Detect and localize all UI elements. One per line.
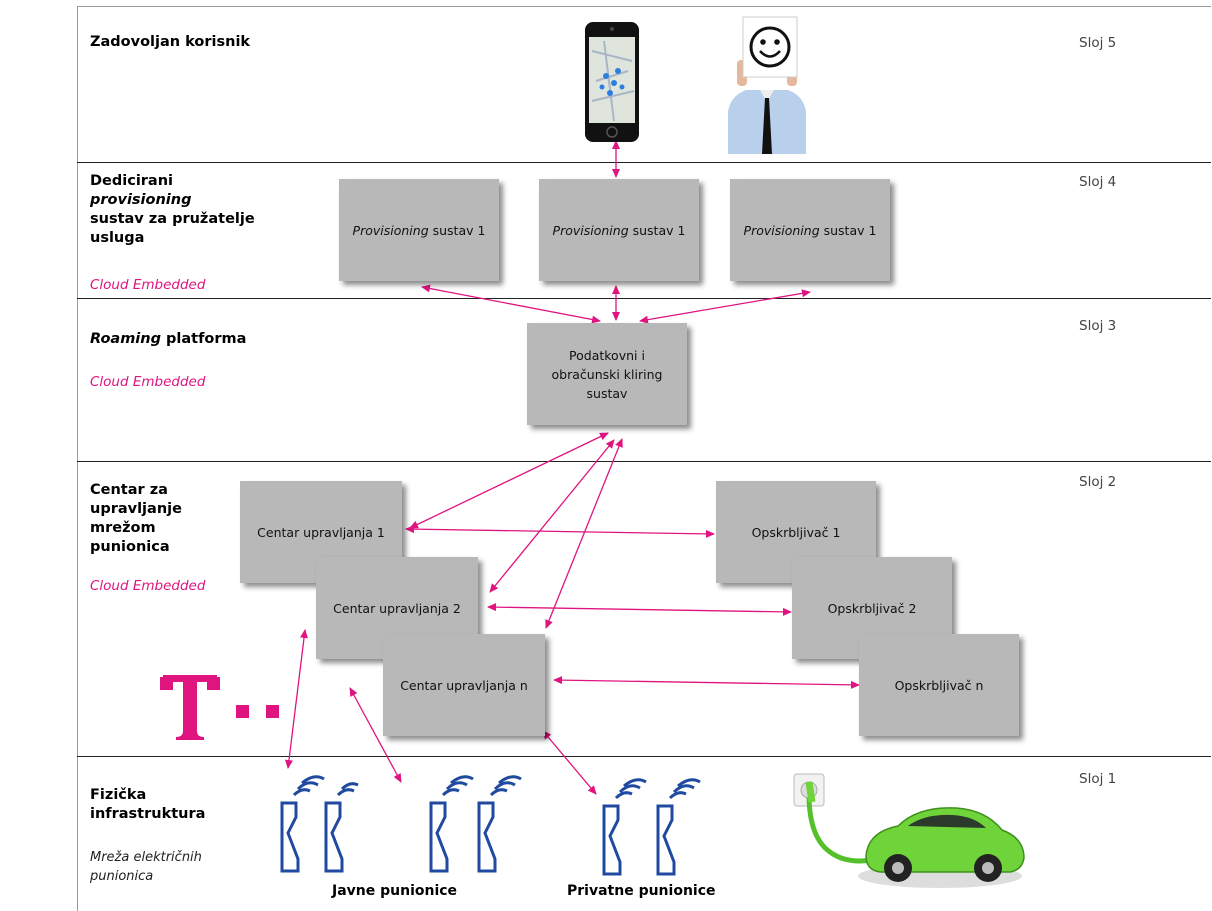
- arrow-clearing-centern: [545, 438, 623, 629]
- center-box-n: Centar upravljanja n: [383, 634, 545, 736]
- layer-2-tag: Sloj 2: [1079, 474, 1117, 490]
- center-box-n-label: Centar upravljanja n: [400, 677, 528, 693]
- supplier-box-n-label: Opskrbljivač n: [894, 677, 984, 693]
- arrow-center-public2: [349, 687, 402, 783]
- arrow-center1-supplier1: [405, 525, 715, 538]
- provisioning-box-2-rest: sustav 1: [628, 222, 686, 238]
- electric-car-icon: [793, 773, 1025, 888]
- layer-3-title-em: Roaming: [90, 331, 161, 347]
- provisioning-box-3-rest: sustav 1: [819, 222, 877, 238]
- provisioning-box-3: Provisioning sustav 1: [730, 179, 890, 281]
- layer-1-subtitle: Mreža električnih punionica: [90, 848, 202, 886]
- provisioning-box-2-em: Provisioning: [552, 222, 629, 238]
- provisioning-box-2: Provisioning sustav 1: [539, 179, 699, 281]
- supplier-box-1-label: Opskrbljivač 1: [751, 524, 841, 540]
- arrow-center-private: [542, 730, 597, 795]
- layer-4-title-line3: sustav za pružatelje: [90, 211, 255, 227]
- provisioning-box-3-em: Provisioning: [743, 222, 820, 238]
- layer-1-subtitle-line1: Mreža električnih: [90, 850, 202, 865]
- layer-4-cloud-label: Cloud Embedded: [90, 277, 206, 293]
- charging-station-icon: [429, 775, 522, 873]
- provisioning-box-1: Provisioning sustav 1: [339, 179, 499, 281]
- layer-3-cloud-label: Cloud Embedded: [90, 374, 206, 390]
- divider-layer-3-2: [77, 461, 1211, 462]
- arrow-centern-suppliern: [553, 676, 860, 689]
- layer-1-title: Fizička infrastruktura: [90, 786, 205, 824]
- layer-2-cloud-label: Cloud Embedded: [90, 578, 206, 594]
- center-box-2-label: Centar upravljanja 2: [333, 600, 461, 616]
- divider-layer-2-1: [77, 756, 1211, 757]
- smiley-user-icon: [728, 16, 806, 154]
- arrow-clearing-center1: [409, 432, 609, 529]
- layer-5-title: Zadovoljan korisnik: [90, 34, 251, 50]
- arrow-center2-supplier2: [487, 603, 792, 616]
- layer-2-title-line4: punionica: [90, 539, 170, 555]
- clearing-system-box: Podatkovni i obračunski kliring sustav: [527, 323, 687, 425]
- clearing-line1: Podatkovni i: [569, 347, 645, 363]
- layer-3-title-rest: platforma: [160, 331, 247, 347]
- center-box-1-label: Centar upravljanja 1: [257, 524, 385, 540]
- layer-5-tag: Sloj 5: [1079, 35, 1117, 51]
- telekom-logo: [160, 675, 279, 740]
- clearing-line3: sustav: [586, 385, 628, 401]
- smartphone-map-icon: [585, 22, 639, 142]
- layer-2-title-line2: upravljanje: [90, 501, 182, 517]
- arrow-center-public1: [285, 629, 308, 769]
- charging-station-icon: [280, 775, 359, 873]
- provisioning-box-1-rest: sustav 1: [428, 222, 486, 238]
- layer-4-tag: Sloj 4: [1079, 174, 1117, 190]
- layer-4-title-line2: provisioning: [90, 192, 192, 208]
- supplier-box-2-label: Opskrbljivač 2: [827, 600, 917, 616]
- divider-layer-5-4: [77, 162, 1211, 163]
- layer-4-title: Dedicirani provisioning sustav za pružat…: [90, 172, 255, 248]
- arrow-prov1-clearing: [421, 284, 601, 324]
- layer-2-title: Centar za upravljanje mrežom punionica: [90, 481, 182, 557]
- supplier-box-n: Opskrbljivač n: [859, 634, 1019, 736]
- public-chargers-caption: Javne punionice: [332, 883, 458, 899]
- diagram-frame: [77, 6, 1211, 911]
- charging-station-icon: [602, 778, 701, 876]
- arrow-clearing-center2: [489, 439, 615, 593]
- layer-1-tag: Sloj 1: [1079, 771, 1117, 787]
- private-chargers-caption: Privatne punionice: [567, 883, 716, 899]
- layer-2-title-line1: Centar za: [90, 482, 168, 498]
- layer-1-title-line1: Fizička: [90, 787, 147, 803]
- clearing-line2: obračunski kliring: [551, 366, 663, 382]
- layer-1-title-line2: infrastruktura: [90, 806, 206, 822]
- layer-4-title-line1: Dedicirani: [90, 173, 174, 189]
- layer-3-title: Roaming platforma: [90, 330, 246, 349]
- provisioning-box-1-em: Provisioning: [352, 222, 429, 238]
- layer-1-subtitle-line2: punionica: [90, 869, 154, 884]
- layer-4-title-line4: usluga: [90, 230, 145, 246]
- layer-2-title-line3: mrežom: [90, 520, 156, 536]
- layer-3-tag: Sloj 3: [1079, 318, 1117, 334]
- arrow-prov3-clearing: [639, 289, 811, 324]
